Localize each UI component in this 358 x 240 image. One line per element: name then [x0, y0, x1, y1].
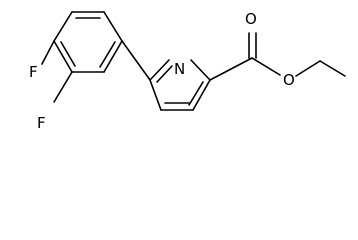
double-bond-inner	[188, 81, 204, 106]
nitrogen-atom-label: N	[174, 60, 185, 78]
fluorine-atom-label: F	[37, 114, 46, 132]
bond	[103, 40, 123, 73]
oxygen-atom-label: O	[245, 10, 257, 28]
biaryl-bond	[121, 40, 151, 81]
double-bond-inner	[156, 65, 173, 83]
double-bond-inner	[99, 41, 116, 68]
bond	[103, 11, 123, 42]
bond	[192, 79, 211, 111]
oxygen-atom-label: O	[283, 71, 295, 89]
pyridine-ring	[149, 59, 211, 111]
chemical-structure-diagram: F F N O O	[29, 10, 346, 132]
bond	[149, 59, 170, 81]
bond	[53, 11, 73, 42]
difluorophenyl-ring	[53, 11, 123, 73]
bond-c-f-top	[41, 40, 55, 65]
bond-c-f-bottom	[53, 71, 73, 103]
bond	[295, 60, 321, 77]
bond	[209, 57, 253, 81]
bond	[251, 57, 281, 76]
ester-group	[209, 32, 346, 81]
bond	[149, 79, 162, 111]
bond	[190, 59, 211, 81]
fluorine-atom-label: F	[29, 63, 38, 81]
bond	[53, 40, 73, 73]
double-bond-inner	[60, 41, 76, 67]
bond	[319, 60, 346, 77]
